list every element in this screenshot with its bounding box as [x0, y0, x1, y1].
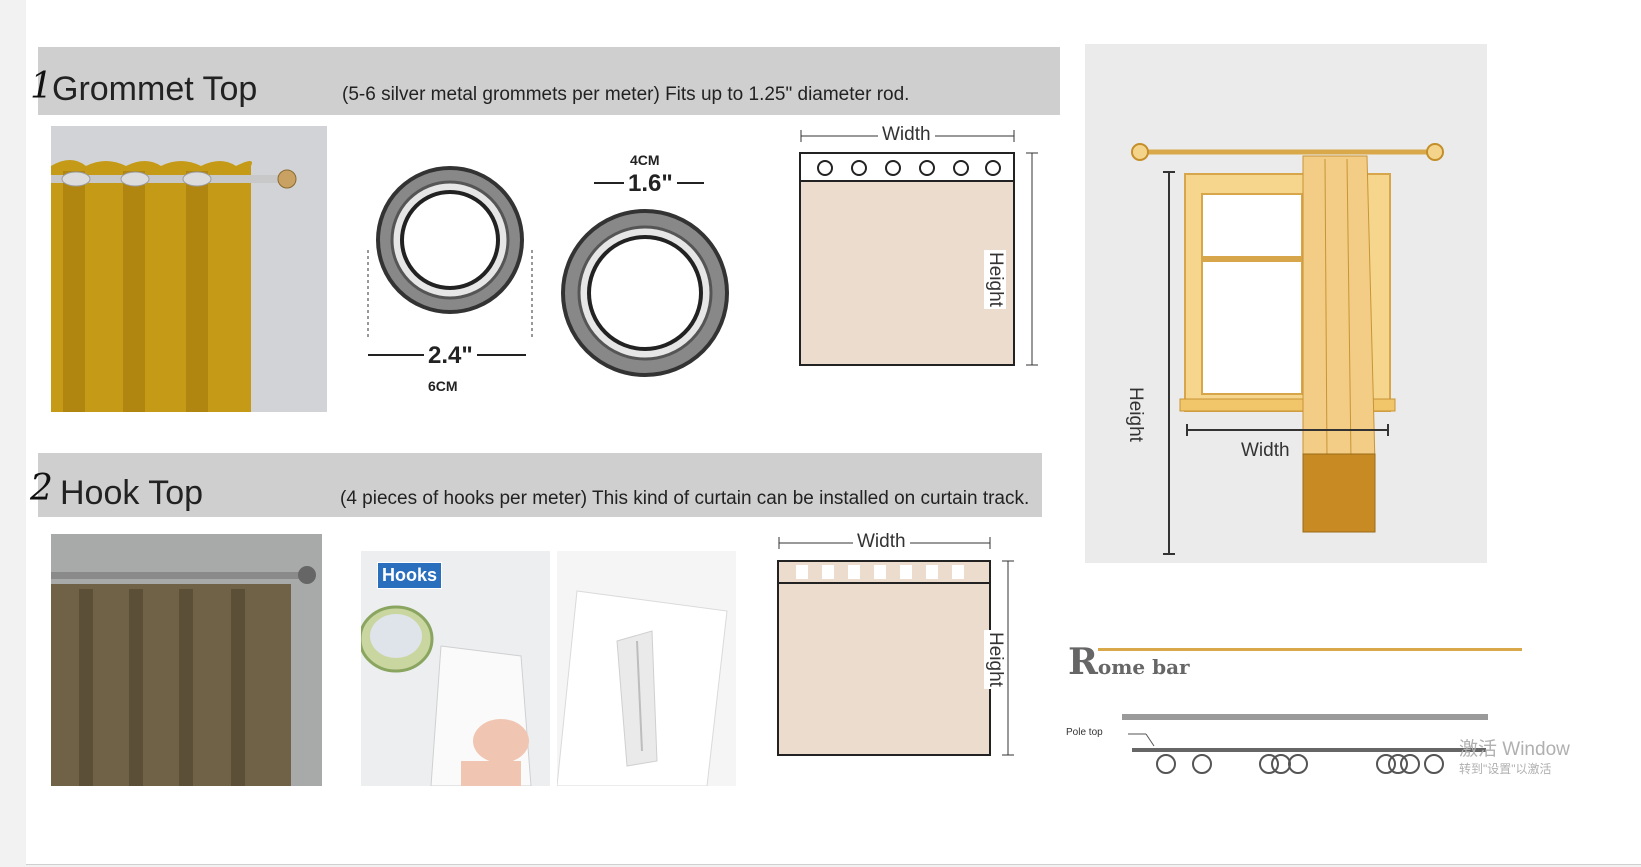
hook-note: (4 pieces of hooks per meter) This kind …	[340, 488, 1030, 509]
window-height-label: Height	[1124, 385, 1146, 444]
pole-top-label: Pole top	[1066, 727, 1103, 738]
grommet-curtain-photo	[51, 126, 327, 412]
hooks-product-photo	[361, 551, 550, 786]
rome-bar-accent-line	[1098, 648, 1522, 651]
window-curtain-diagram	[1085, 44, 1487, 563]
grommet-outer-size-inches: 2.4"	[424, 342, 477, 370]
hook-title: Hook Top	[60, 474, 204, 512]
hook-width-label: Width	[853, 531, 910, 553]
hook-curtain-photo	[51, 534, 322, 786]
product-infographic: 1 Grommet Top (5-6 silver metal grommets…	[26, 0, 1641, 865]
grommet-outer-size-cm: 6CM	[428, 378, 458, 394]
window-width-label: Width	[1241, 440, 1290, 461]
grommet-inner-size-cm: 4CM	[630, 152, 660, 168]
rome-bar-diagram	[1066, 708, 1526, 803]
hook-height-label: Height	[984, 630, 1006, 689]
grommet-width-label: Width	[878, 124, 935, 146]
grommet-banner	[38, 47, 1060, 115]
activation-watermark-line2: 转到"设置"以激活	[1459, 762, 1552, 776]
grommet-large-ring-icon	[360, 150, 540, 380]
grommet-height-label: Height	[984, 250, 1006, 309]
hook-banner	[38, 453, 1042, 517]
rome-bar-title: Rome bar	[1068, 641, 1190, 683]
rome-bar-title-initial: R	[1068, 641, 1098, 683]
hook-detail-photo	[557, 551, 736, 786]
hook-panel-diagram	[776, 535, 1021, 770]
activation-watermark-line1: 激活 Window	[1459, 739, 1570, 760]
grommet-number: 1	[30, 66, 53, 107]
grommet-small-ring-icon	[558, 205, 733, 395]
hook-number: 2	[30, 468, 53, 509]
grommet-title: Grommet Top	[52, 70, 258, 108]
grommet-inner-size-inches: 1.6"	[624, 170, 677, 198]
rome-bar-title-rest: ome bar	[1097, 655, 1190, 679]
grommet-note: (5-6 silver metal grommets per meter) Fi…	[342, 84, 910, 105]
grommet-panel-diagram	[798, 128, 1043, 378]
hooks-badge: Hooks	[377, 562, 443, 589]
